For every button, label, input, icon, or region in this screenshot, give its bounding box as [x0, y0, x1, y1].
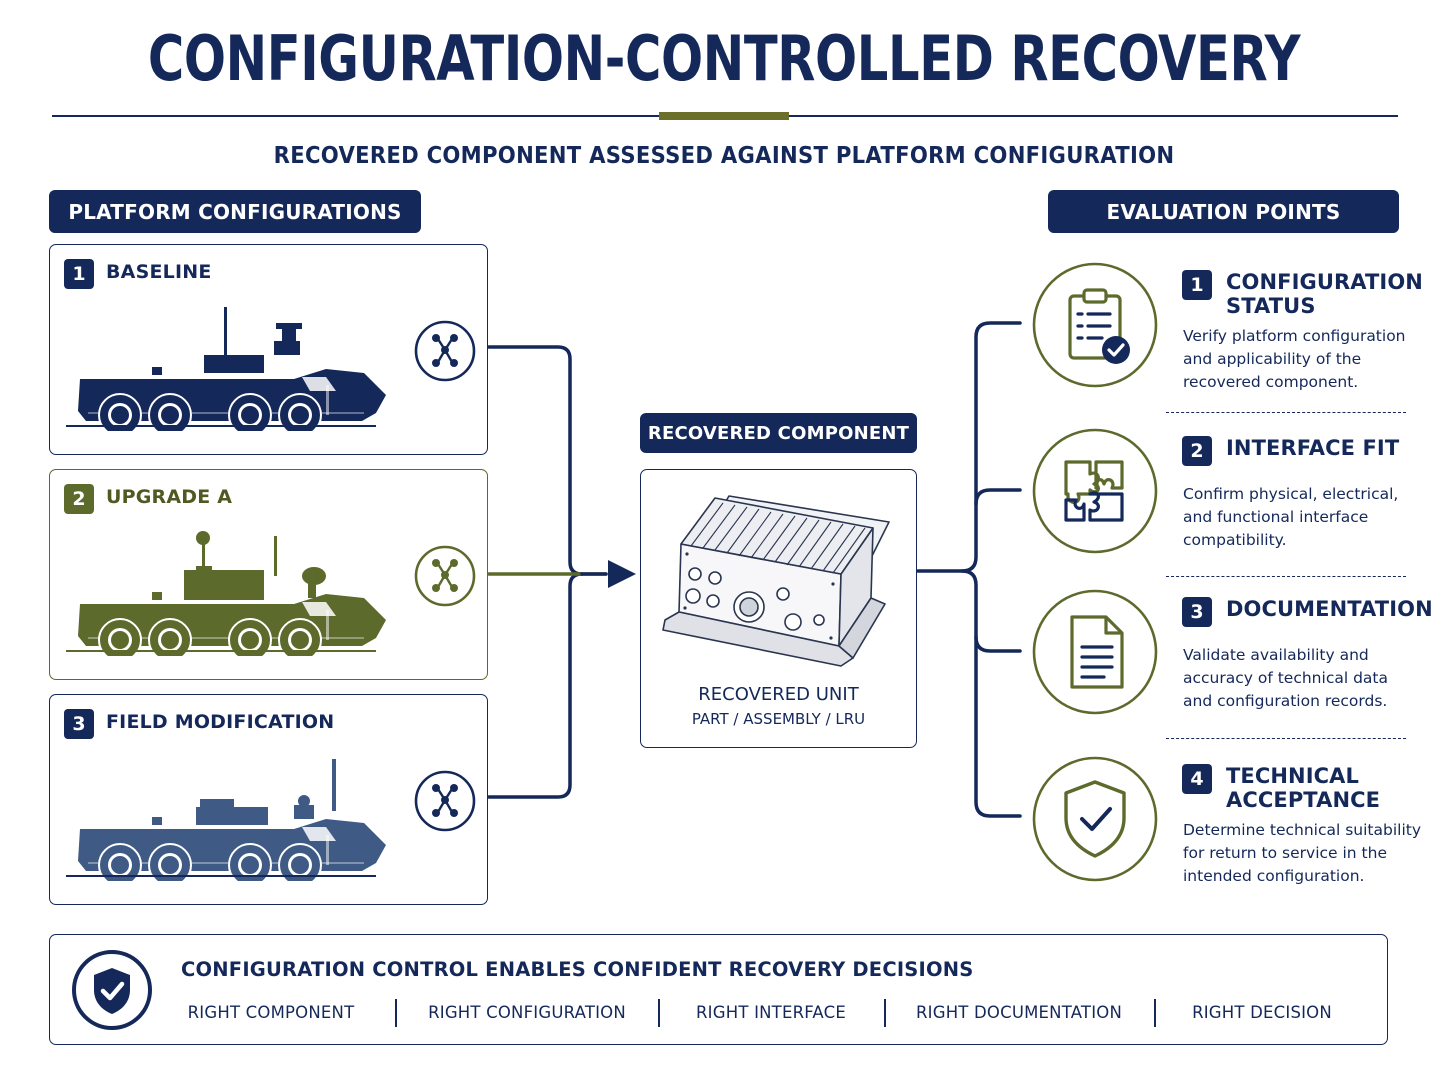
- document-icon: [1032, 589, 1158, 715]
- ground-line: [66, 650, 376, 652]
- evaluation-description: Verify platform configuration and applica…: [1183, 325, 1423, 394]
- footer-item: RIGHT COMPONENT: [187, 1003, 355, 1022]
- evaluation-divider: [1166, 738, 1406, 739]
- evaluation-description-line: Verify platform configuration: [1183, 327, 1406, 345]
- evaluation-description-line: Validate availability and: [1183, 646, 1369, 664]
- footer-title: CONFIGURATION CONTROL ENABLES CONFIDENT …: [181, 958, 974, 981]
- evaluation-title: INTERFACE FIT: [1226, 436, 1399, 460]
- puzzle-icon: [1032, 428, 1158, 554]
- footer-banner: [49, 934, 1388, 1045]
- platform-card-2: 2 UPGRADE A: [49, 469, 488, 680]
- platform-card-number: 3: [64, 709, 94, 739]
- platform-card-3: 3 FIELD MODIFICATION: [49, 694, 488, 905]
- armored-vehicle-icon: [64, 510, 394, 662]
- ground-line: [66, 425, 376, 427]
- evaluation-description-line: Determine technical suitability: [1183, 821, 1422, 839]
- footer-divider: [658, 999, 660, 1027]
- evaluation-title-line: STATUS: [1226, 294, 1316, 318]
- connector-baseline: [487, 345, 584, 576]
- evaluation-description: Confirm physical, electrical, and functio…: [1183, 483, 1423, 552]
- network-branch-icon: [414, 320, 476, 386]
- evaluation-number: 2: [1182, 436, 1212, 466]
- evaluation-description-line: and functional interface: [1183, 508, 1369, 526]
- evaluation-title-line: DOCUMENTATION: [1226, 597, 1433, 621]
- footer-shield-check-icon: [72, 950, 152, 1030]
- evaluation-description: Determine technical suitability for retur…: [1183, 819, 1423, 888]
- evaluation-description-line: compatibility.: [1183, 531, 1287, 549]
- evaluation-title-line: TECHNICAL: [1226, 764, 1359, 788]
- evaluation-title-line: CONFIGURATION: [1226, 270, 1423, 294]
- platform-card-label: FIELD MODIFICATION: [106, 711, 335, 733]
- network-branch-icon: [414, 545, 476, 611]
- footer-item: RIGHT CONFIGURATION: [428, 1003, 626, 1022]
- evaluation-description-line: Confirm physical, electrical,: [1183, 485, 1399, 503]
- evaluation-title-line: INTERFACE FIT: [1226, 436, 1400, 460]
- evaluation-description-line: for return to service in the: [1183, 844, 1387, 862]
- network-branch-icon: [414, 770, 476, 836]
- evaluation-points-header: EVALUATION POINTS: [1048, 190, 1399, 233]
- evaluation-description-line: and applicability of the: [1183, 350, 1362, 368]
- recovered-component-header: RECOVERED COMPONENT: [640, 413, 917, 453]
- evaluation-divider: [1166, 412, 1406, 413]
- platform-configurations-header: PLATFORM CONFIGURATIONS: [49, 190, 421, 233]
- footer-item: RIGHT DECISION: [1192, 1003, 1332, 1022]
- shield-check-icon: [1032, 756, 1158, 882]
- footer-item: RIGHT INTERFACE: [696, 1003, 846, 1022]
- evaluation-divider: [1166, 576, 1406, 577]
- connector-out: [916, 321, 1022, 573]
- evaluation-number: 1: [1182, 270, 1212, 300]
- footer-divider: [884, 999, 886, 1027]
- evaluation-number: 4: [1182, 764, 1212, 794]
- platform-card-1: 1 BASELINE: [49, 244, 488, 455]
- footer-item: RIGHT DOCUMENTATION: [915, 1003, 1123, 1022]
- recovered-unit-card: [640, 469, 917, 748]
- connector-field-mod: [487, 572, 584, 799]
- platform-card-number: 2: [64, 484, 94, 514]
- armored-vehicle-icon: [64, 735, 394, 887]
- evaluation-description: Validate availability and accuracy of tec…: [1183, 644, 1423, 713]
- evaluation-number: 3: [1182, 597, 1212, 627]
- platform-card-label: UPGRADE A: [106, 486, 233, 508]
- recovered-unit-subtitle: PART / ASSEMBLY / LRU: [691, 710, 866, 728]
- evaluation-description-line: recovered component.: [1183, 373, 1359, 391]
- ground-line: [66, 875, 376, 877]
- armored-vehicle-icon: [64, 285, 394, 437]
- evaluation-title: DOCUMENTATION: [1226, 597, 1433, 621]
- page-title: CONFIGURATION-CONTROLLED RECOVERY: [147, 22, 1301, 95]
- platform-card-number: 1: [64, 259, 94, 289]
- page-subtitle: RECOVERED COMPONENT ASSESSED AGAINST PLA…: [273, 143, 1175, 169]
- clipboard-check-icon: [1032, 262, 1158, 388]
- footer-divider: [395, 999, 397, 1027]
- evaluation-description-line: accuracy of technical data: [1183, 669, 1388, 687]
- recovered-unit-illustration: [662, 495, 890, 667]
- connector-arrowhead: [608, 560, 636, 588]
- evaluation-description-line: intended configuration.: [1183, 867, 1365, 885]
- platform-card-label: BASELINE: [106, 261, 212, 283]
- evaluation-title-line: ACCEPTANCE: [1226, 788, 1381, 812]
- recovered-unit-title: RECOVERED UNIT: [698, 684, 859, 705]
- footer-divider: [1154, 999, 1156, 1027]
- evaluation-description-line: and configuration records.: [1183, 692, 1388, 710]
- title-accent-bar: [659, 112, 789, 120]
